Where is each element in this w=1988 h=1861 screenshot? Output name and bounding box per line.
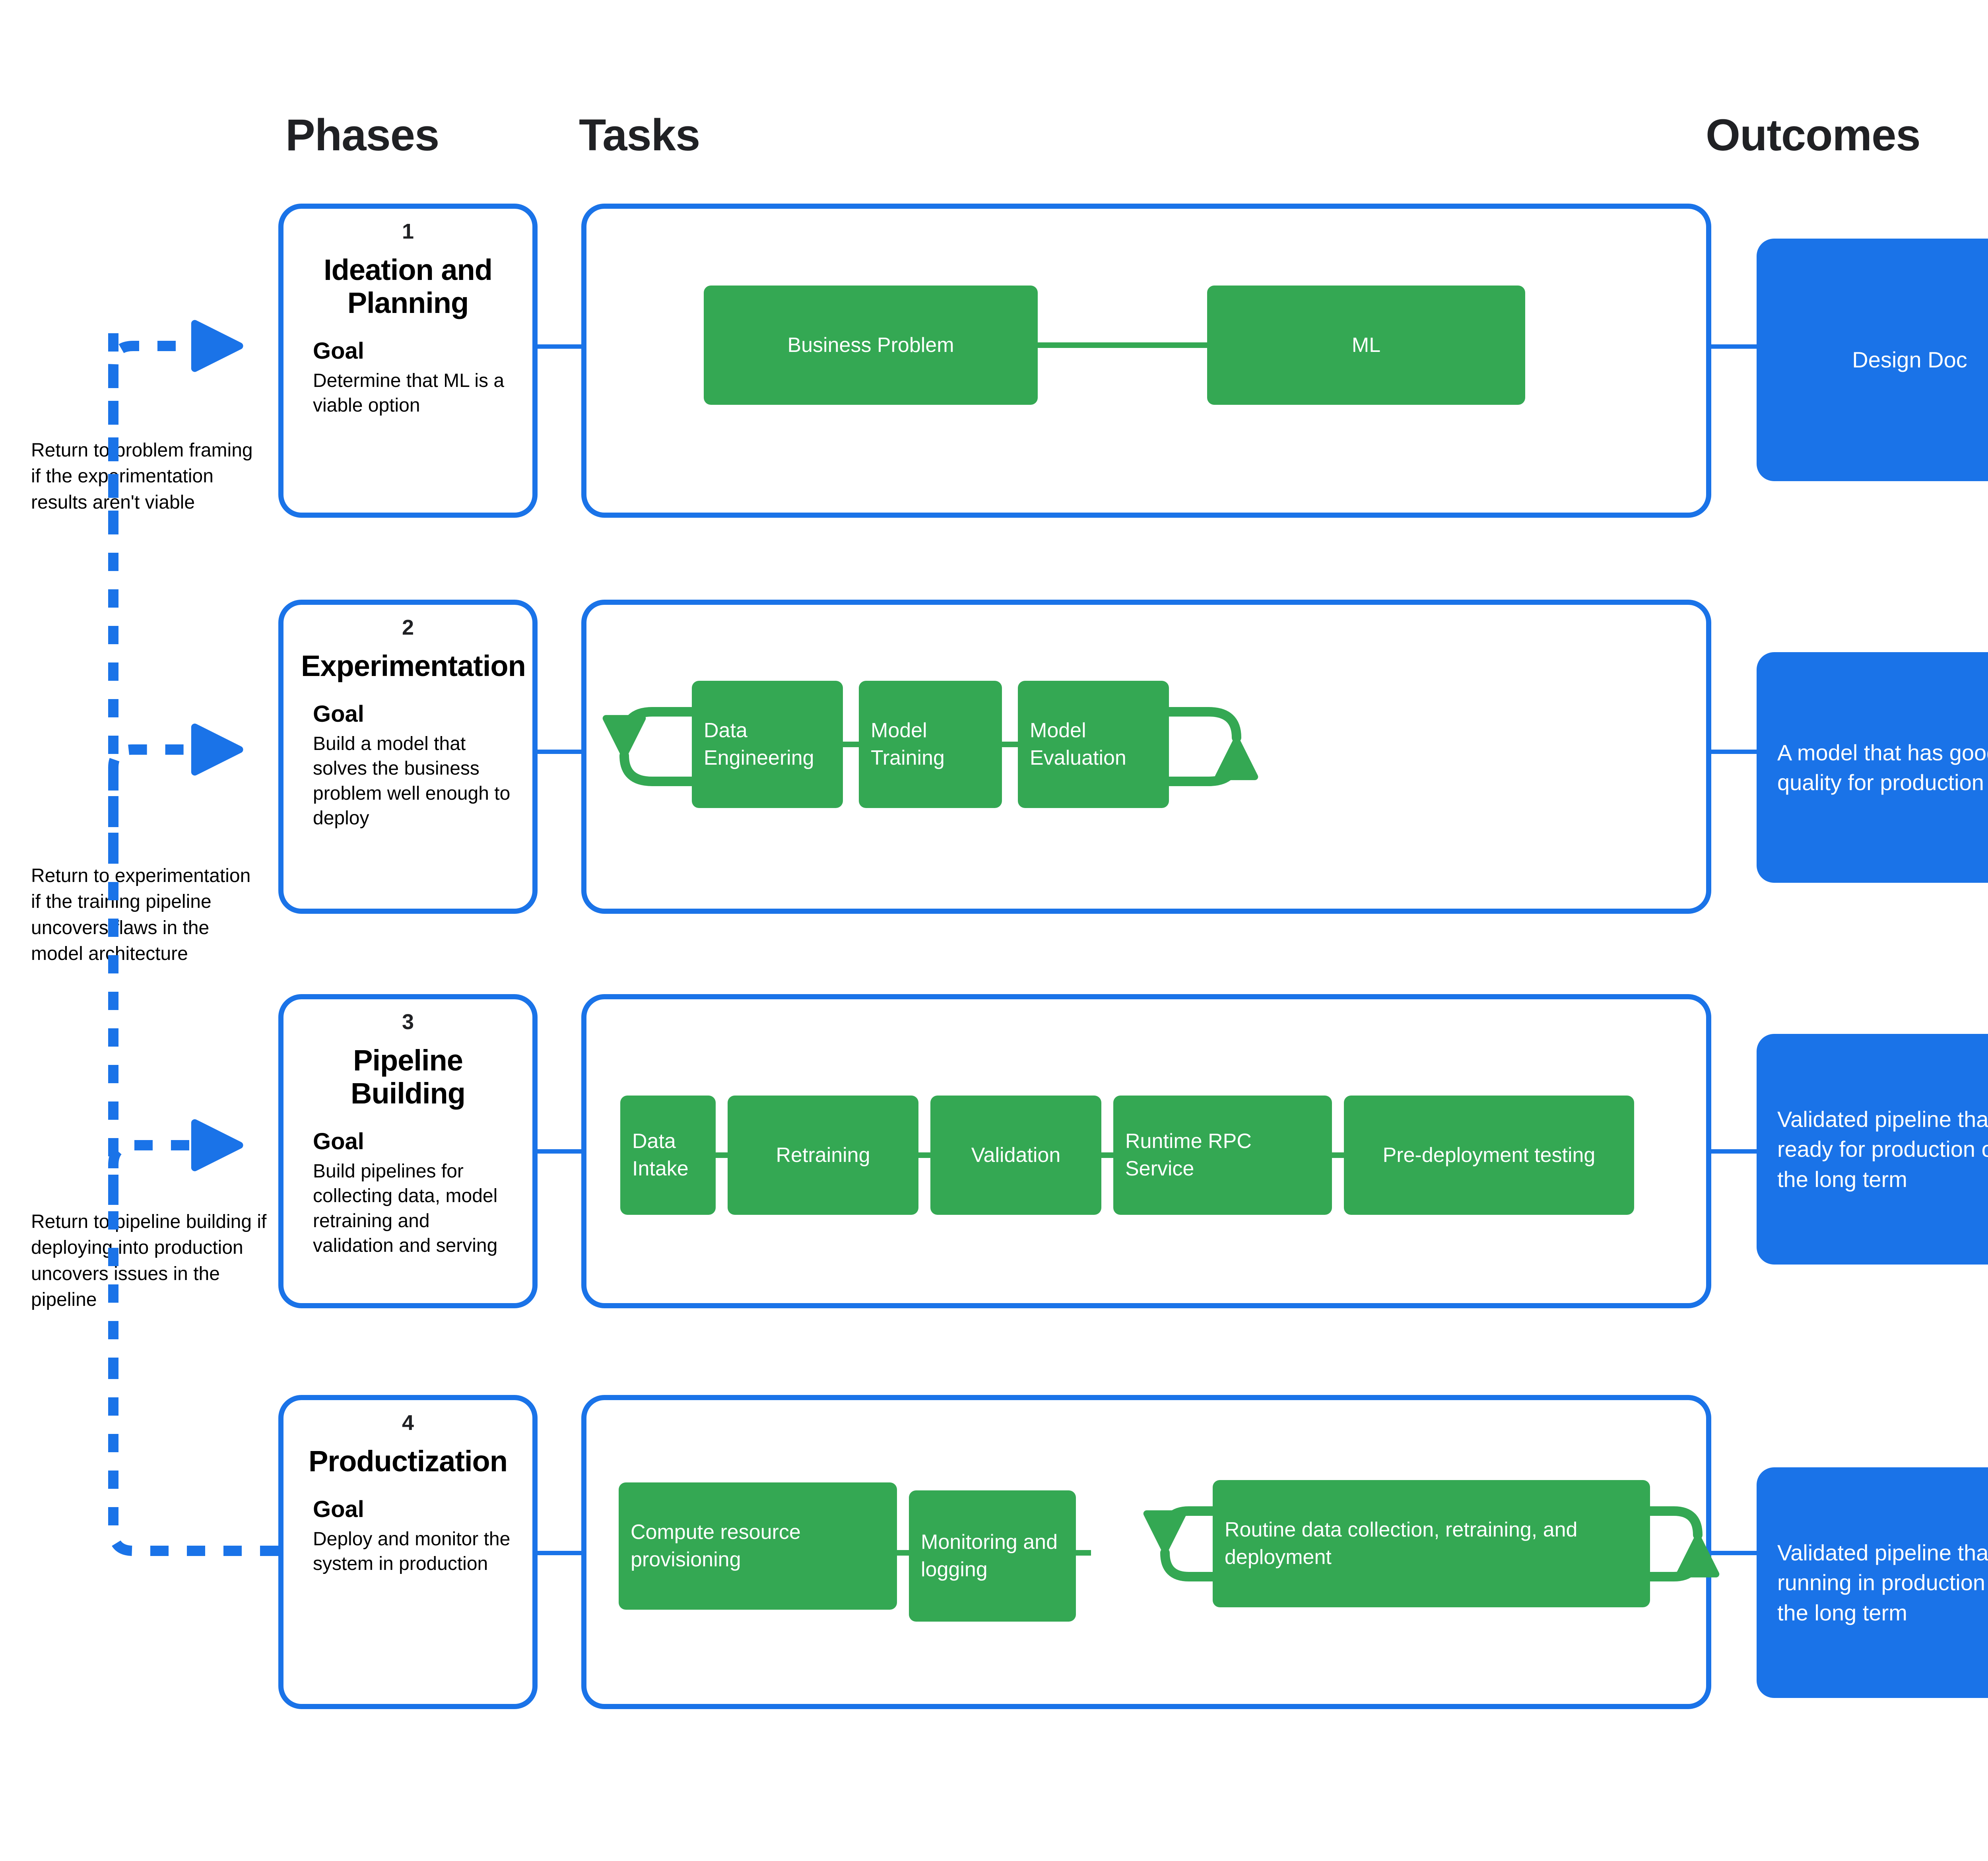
connector-tasks4-outcome4 xyxy=(1711,1551,1759,1555)
phase-title-2: Experimentation xyxy=(301,649,526,683)
phase-goal-block-2: Goal Build a model that solves the busin… xyxy=(301,701,515,831)
task-chip-2-1[interactable]: Data Engineering xyxy=(692,681,843,808)
phase-number-4: 4 xyxy=(402,1411,414,1435)
goal-text-2: Build a model that solves the business p… xyxy=(313,733,511,829)
task-connector-4-1 xyxy=(893,1550,912,1556)
feedback-arrow-to-phase-3 xyxy=(108,1119,243,1205)
phase-goal-block-4: Goal Deploy and monitor the system in pr… xyxy=(301,1496,515,1576)
phase-number-2: 2 xyxy=(402,616,414,639)
task-connector-4-2 xyxy=(1072,1550,1091,1556)
task-chip-4-3[interactable]: Routine data collection, retraining, and… xyxy=(1213,1480,1650,1607)
phase-title-3: Pipeline Building xyxy=(351,1044,466,1110)
task-chip-2-3[interactable]: Model Evaluation xyxy=(1018,681,1169,808)
task-label-3-3: Validation xyxy=(971,1143,1061,1167)
goal-label-1: Goal xyxy=(313,338,364,364)
task-label-3-2: Retraining xyxy=(776,1143,870,1167)
goal-text-4: Deploy and monitor the system in product… xyxy=(313,1528,511,1575)
task-label-1-2: ML xyxy=(1351,333,1381,357)
task-label-3-4: Runtime RPC Service xyxy=(1125,1130,1252,1180)
task-chip-3-2[interactable]: Retraining xyxy=(728,1096,918,1215)
phase-card-2[interactable]: 2 Experimentation Goal Build a model tha… xyxy=(278,600,538,914)
connector-phase3-tasks xyxy=(538,1149,582,1154)
task-connector-3-4 xyxy=(1328,1152,1348,1158)
task-label-2-2: Model Training xyxy=(871,719,945,769)
task-connector-2-2 xyxy=(997,742,1021,747)
task-chip-2-2[interactable]: Model Training xyxy=(859,681,1002,808)
task-connector-1-1 xyxy=(1033,342,1212,348)
goal-label-4: Goal xyxy=(313,1496,364,1523)
task-label-3-1: Data Intake xyxy=(632,1130,689,1180)
task-label-1-1: Business Problem xyxy=(787,333,954,357)
task-label-4-2: Monitoring and logging xyxy=(921,1531,1058,1581)
goal-text-3: Build pipelines for collecting data, mod… xyxy=(313,1160,498,1256)
phase-number-1: 1 xyxy=(402,220,414,243)
task-label-4-3: Routine data collection, retraining, and… xyxy=(1225,1518,1578,1569)
outcome-chip-1[interactable]: Design Doc xyxy=(1757,239,1988,481)
feedback-note-left-3: Return to pipeline building if deploying… xyxy=(31,1211,267,1310)
outcome-label-1: Design Doc xyxy=(1852,347,1967,373)
phase-goal-block-1: Goal Determine that ML is a viable optio… xyxy=(301,338,515,418)
phase-card-4[interactable]: 4 Productization Goal Deploy and monitor… xyxy=(278,1395,538,1709)
outcome-chip-4[interactable]: Validated pipeline that's running in pro… xyxy=(1757,1467,1988,1698)
connector-phase1-tasks xyxy=(538,344,582,349)
task-chip-3-3[interactable]: Validation xyxy=(930,1096,1101,1215)
column-header-outcomes: Outcomes xyxy=(1706,110,1921,160)
outcome-label-2: A model that has good quality for produc… xyxy=(1777,740,1988,795)
feedback-note-left-2: Return to experimentation if the trainin… xyxy=(31,865,251,964)
task-label-2-3: Model Evaluation xyxy=(1030,719,1126,769)
task-label-4-1: Compute resource provisioning xyxy=(631,1521,801,1571)
feedback-arrow-to-phase-2 xyxy=(108,723,243,851)
column-header-tasks: Tasks xyxy=(579,110,700,160)
task-chip-4-1[interactable]: Compute resource provisioning xyxy=(619,1482,897,1610)
task-connector-3-1 xyxy=(712,1152,732,1158)
outcome-label-4: Validated pipeline that's running in pro… xyxy=(1777,1540,1988,1625)
phase-card-1[interactable]: 1 Ideation and Planning Goal Determine t… xyxy=(278,204,538,518)
phase-title-1: Ideation and Planning xyxy=(324,253,493,320)
connector-tasks3-outcome3 xyxy=(1711,1149,1759,1154)
connector-phase4-tasks xyxy=(538,1551,582,1555)
goal-text-1: Determine that ML is a viable option xyxy=(313,370,505,416)
task-chip-3-1[interactable]: Data Intake xyxy=(620,1096,716,1215)
task-connector-3-2 xyxy=(914,1152,934,1158)
connector-tasks1-outcome1 xyxy=(1711,344,1759,349)
task-connector-2-1 xyxy=(838,742,862,747)
phase-goal-block-3: Goal Build pipelines for collecting data… xyxy=(301,1129,515,1258)
feedback-spine-left xyxy=(108,1376,278,1556)
goal-label-3: Goal xyxy=(313,1129,364,1155)
task-label-2-1: Data Engineering xyxy=(704,719,814,769)
task-chip-1-2[interactable]: ML xyxy=(1207,286,1525,405)
outcome-label-3: Validated pipeline that's ready for prod… xyxy=(1777,1107,1988,1192)
feedback-note-left-1: Return to problem framing if the experim… xyxy=(31,440,253,513)
connector-tasks2-outcome2 xyxy=(1711,750,1759,754)
outcome-chip-3[interactable]: Validated pipeline that's ready for prod… xyxy=(1757,1034,1988,1265)
goal-label-2: Goal xyxy=(313,701,364,727)
task-label-3-5: Pre-deployment testing xyxy=(1382,1143,1596,1167)
phase-title-4: Productization xyxy=(309,1445,508,1478)
task-chip-4-2[interactable]: Monitoring and logging xyxy=(909,1490,1076,1622)
task-connector-3-3 xyxy=(1097,1152,1117,1158)
task-chip-3-5[interactable]: Pre-deployment testing xyxy=(1344,1096,1634,1215)
phase-card-3[interactable]: 3 Pipeline Building Goal Build pipelines… xyxy=(278,994,538,1308)
column-header-phases: Phases xyxy=(285,110,439,160)
connector-phase2-tasks xyxy=(538,750,582,754)
task-chip-3-4[interactable]: Runtime RPC Service xyxy=(1113,1096,1332,1215)
task-chip-1-1[interactable]: Business Problem xyxy=(704,286,1038,405)
outcome-chip-2[interactable]: A model that has good quality for produc… xyxy=(1757,652,1988,883)
phase-number-3: 3 xyxy=(402,1010,414,1034)
